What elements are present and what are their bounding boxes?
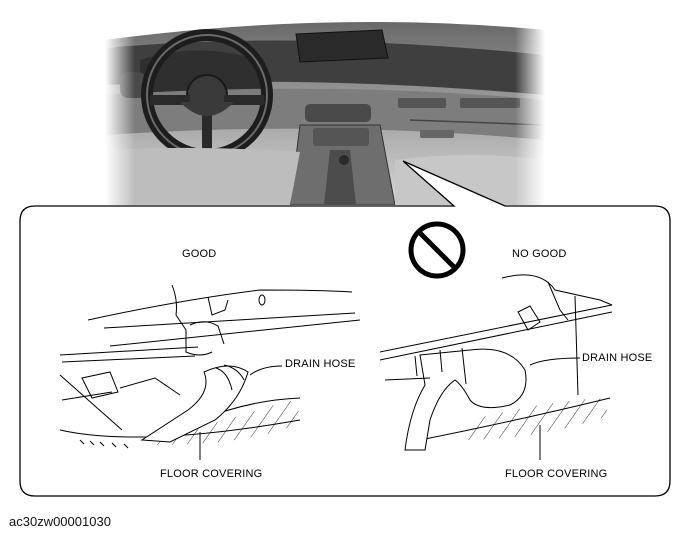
good-illustration xyxy=(59,284,361,460)
no-good-floor-covering-label: FLOOR COVERING xyxy=(505,468,608,480)
figure-id-caption: ac30zw00001030 xyxy=(9,514,111,529)
good-floor-covering-label: FLOOR COVERING xyxy=(160,468,263,480)
no-good-illustration xyxy=(379,274,613,460)
no-good-heading: NO GOOD xyxy=(512,248,567,260)
good-drain-hose-label: DRAIN HOSE xyxy=(285,358,356,370)
prohibited-icon xyxy=(408,221,466,279)
no-good-drain-hose-label: DRAIN HOSE xyxy=(582,352,653,364)
good-heading: GOOD xyxy=(182,248,217,260)
callout-frame xyxy=(19,160,671,497)
dashboard-illustration xyxy=(105,0,545,205)
